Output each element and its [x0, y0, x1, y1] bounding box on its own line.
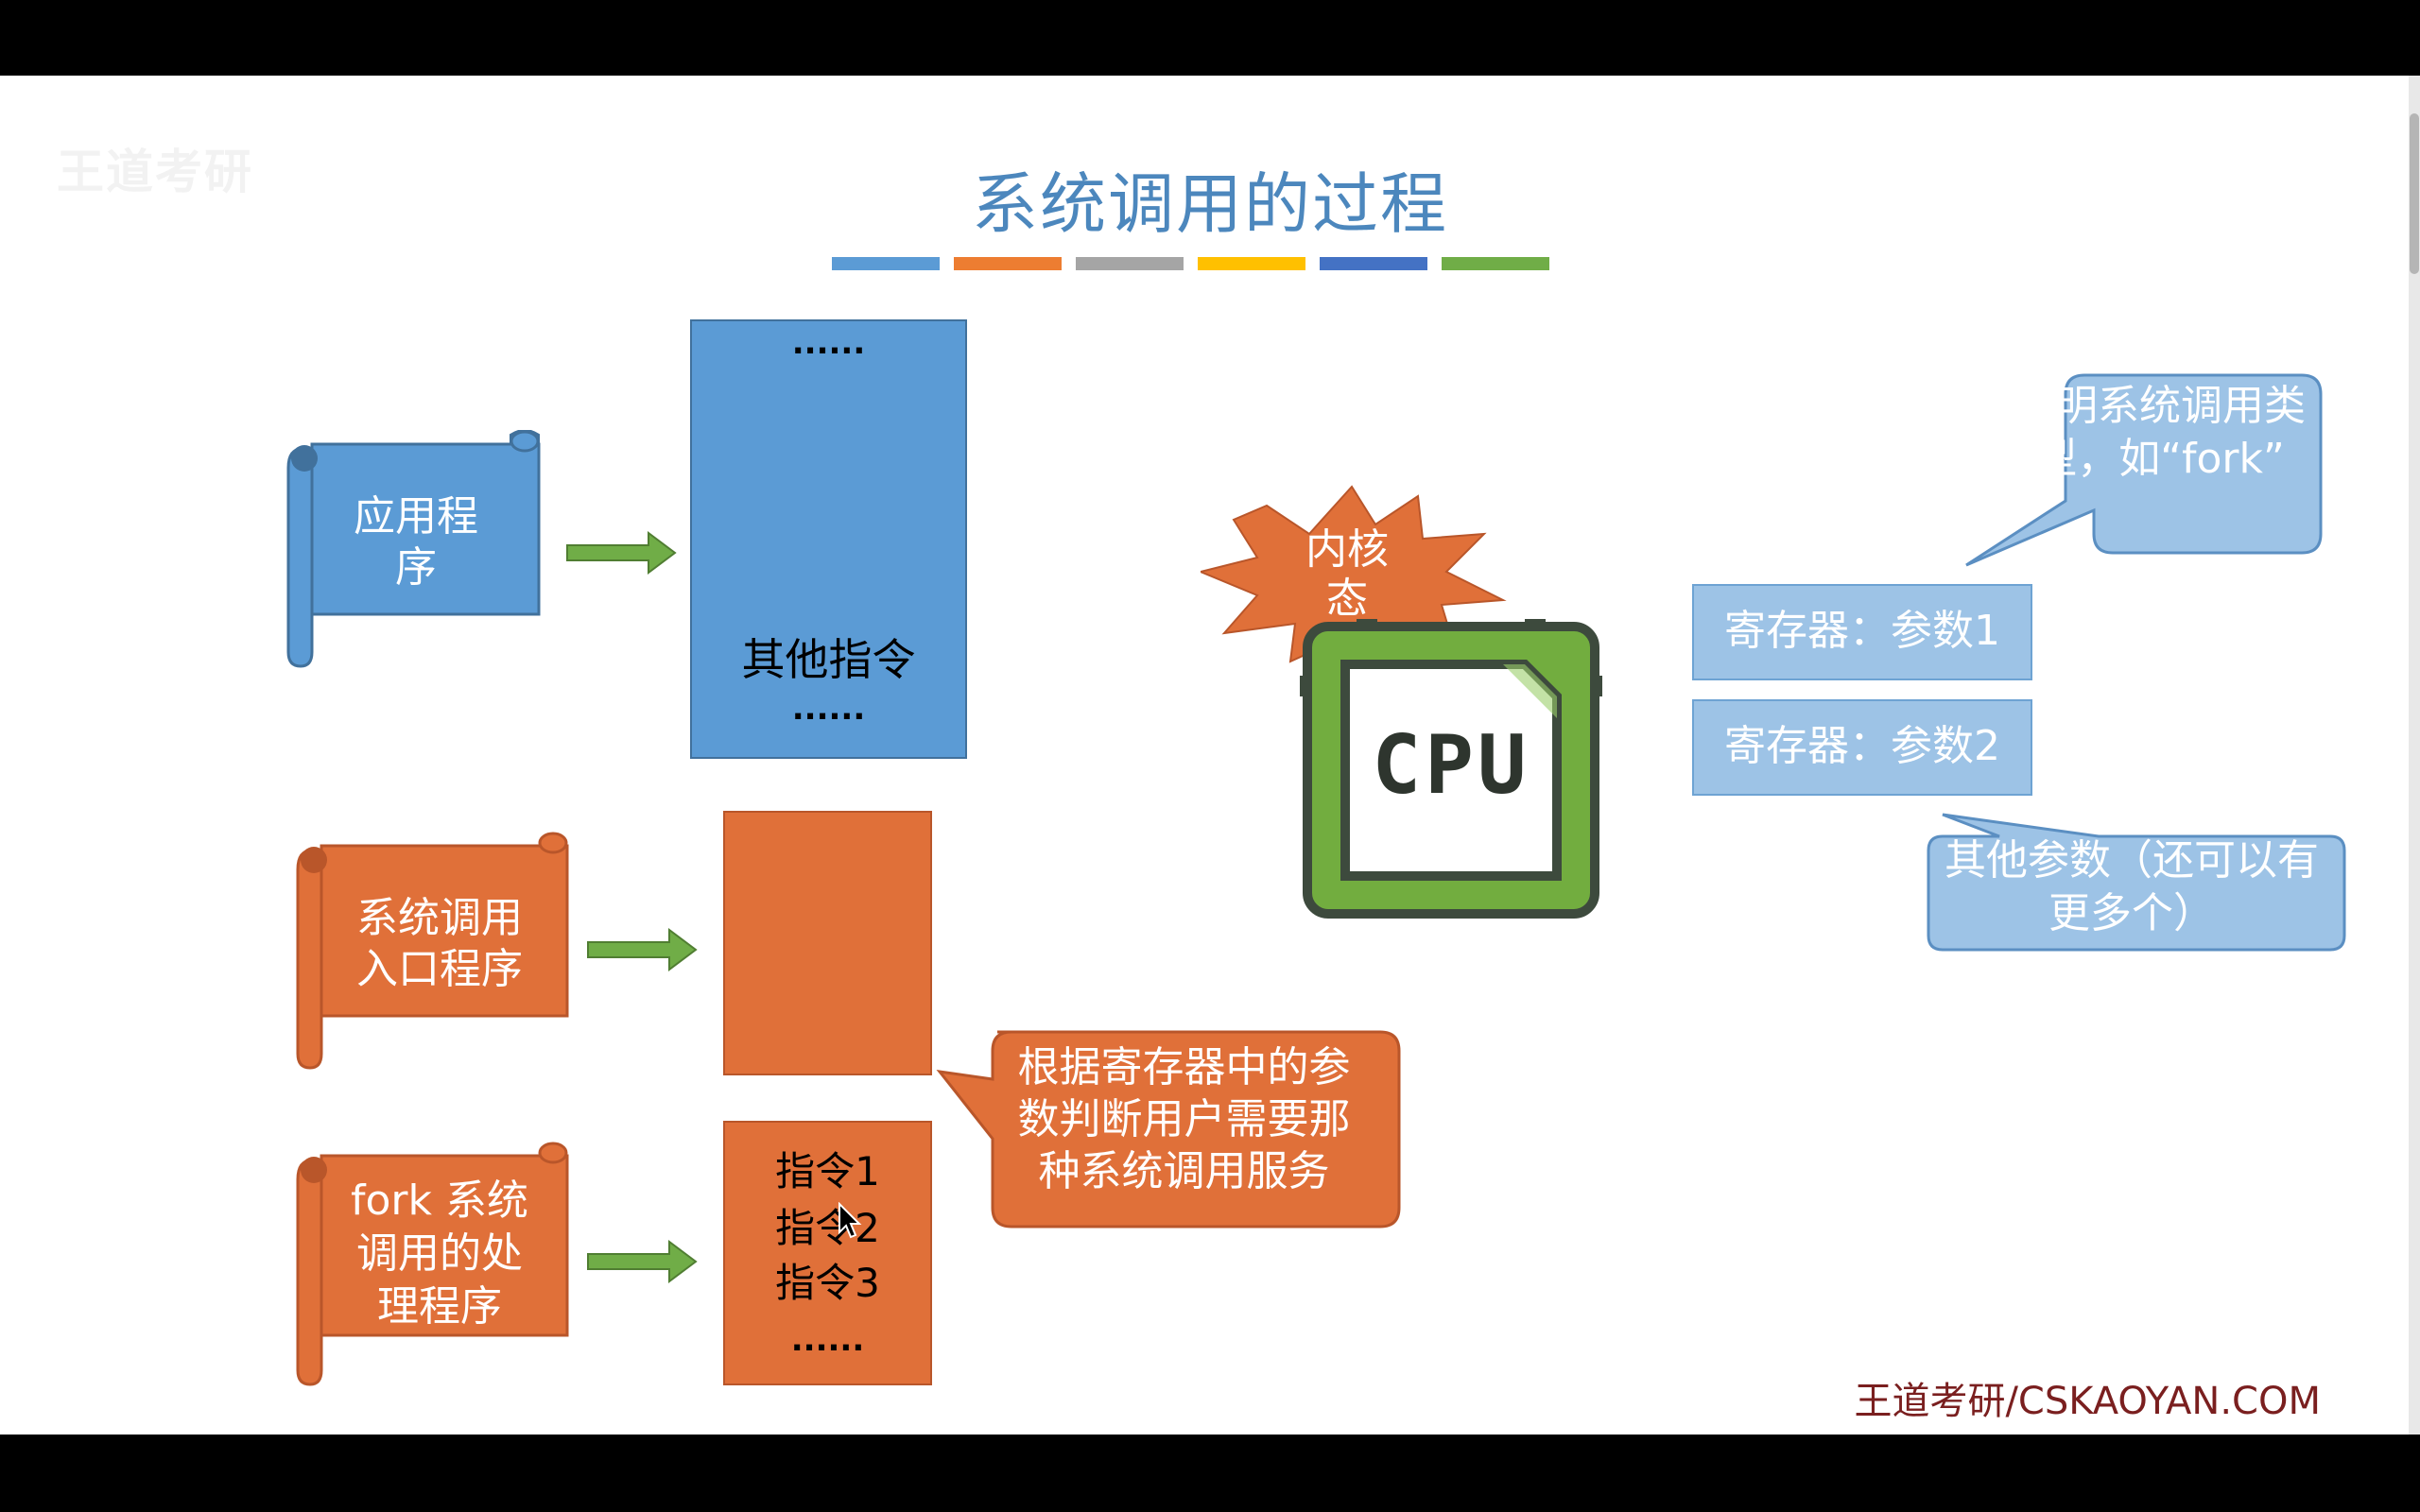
color-bar-1 — [832, 257, 940, 270]
watermark: 王道考研 — [57, 145, 253, 199]
color-bar-4 — [1198, 257, 1305, 270]
scroll-syscall-entry — [296, 832, 569, 1070]
scroll-syscall-entry-label: 系统调用入口程序 — [356, 894, 523, 993]
color-bar-2 — [954, 257, 1062, 270]
arrow-app — [566, 531, 677, 575]
mouse-cursor-icon — [838, 1202, 862, 1239]
cpu-label: CPU — [1372, 718, 1530, 813]
kernel-mode-label: 内核态 — [1305, 525, 1389, 623]
register-param-1: 寄存器：参数1 — [1692, 584, 2032, 680]
scroll-fork-handler-label: fork 系统调用的处理程序 — [351, 1177, 528, 1331]
scrollbar-thumb[interactable] — [2410, 113, 2419, 274]
callout-judge-service: 根据寄存器中的参数判断用户需要那种系统调用服务 — [1017, 1043, 1351, 1195]
callout-judge-service-shape — [936, 1030, 1401, 1228]
scroll-app — [286, 430, 541, 668]
footer-credit: 王道考研/CSKAOYAN.COM — [1854, 1380, 2321, 1423]
scrollbar-track[interactable] — [2409, 76, 2420, 1435]
handler-instr-3: 指令3 — [775, 1260, 880, 1306]
program-top-dots: ...... — [791, 324, 866, 362]
program-memory-box — [690, 319, 967, 759]
program-other-instr: 其他指令 — [741, 634, 916, 685]
handler-instr-2: 指令2 — [775, 1205, 880, 1251]
syscall-entry-box — [723, 811, 932, 1075]
scroll-app-label: 应用程序 — [354, 492, 478, 592]
program-bottom-dots: ...... — [791, 690, 866, 728]
slide: 王道考研 系统调用的过程 应用程序 系统调用入口程序 fork 系统调用的处理程… — [0, 76, 2420, 1435]
handler-dots: ...... — [790, 1321, 865, 1359]
color-bar-6 — [1442, 257, 1549, 270]
callout-other-params-shape — [1927, 813, 2346, 952]
color-bar-5 — [1320, 257, 1427, 270]
register-param-2: 寄存器：参数2 — [1692, 699, 2032, 796]
callout-specify-type: 指明系统调用类型，如“fork” — [2014, 382, 2306, 483]
arrow-fork-handler — [587, 1240, 698, 1283]
callout-specify-type-shape — [1965, 373, 2323, 567]
color-bar-3 — [1076, 257, 1184, 270]
cpu-chip-icon — [1300, 619, 1602, 919]
arrow-syscall-entry — [587, 928, 698, 971]
handler-instr-1: 指令1 — [775, 1148, 880, 1194]
fork-handler-box — [723, 1121, 932, 1385]
scroll-fork-handler — [296, 1142, 569, 1386]
callout-other-params: 其他参数（还可以有更多个） — [1945, 836, 2319, 937]
page-title: 系统调用的过程 — [972, 165, 1448, 243]
